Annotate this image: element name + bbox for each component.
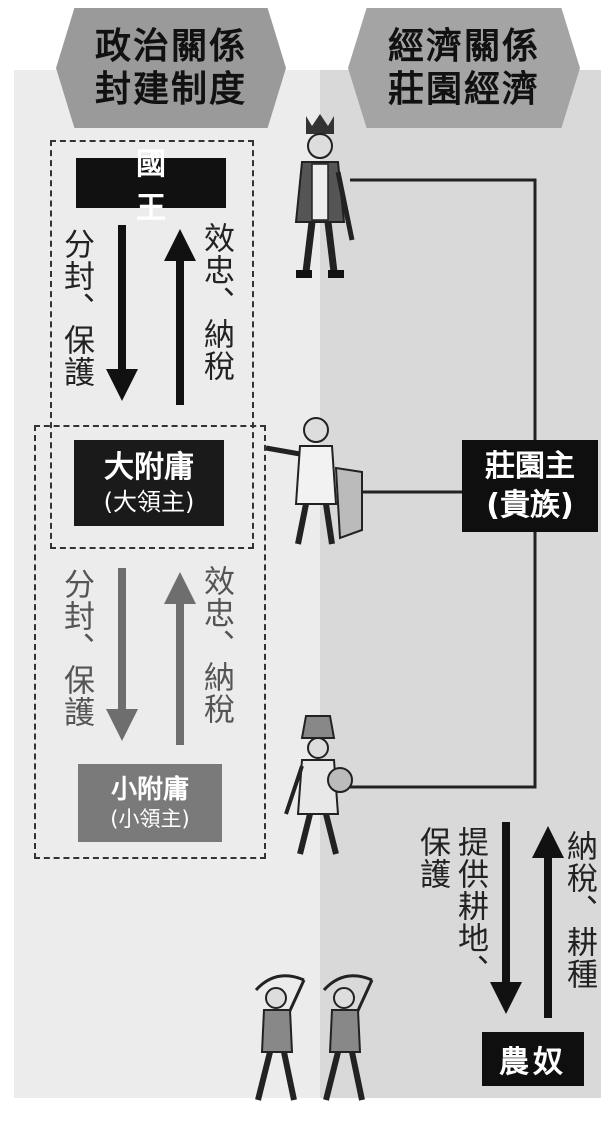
label-loyalty-tax-upper: 效忠、納稅 bbox=[198, 222, 234, 382]
manor-lord-label: 莊園主 bbox=[485, 449, 575, 484]
king-box: 國王 bbox=[76, 147, 226, 226]
label-provide-land: 提供耕地、 bbox=[452, 826, 488, 986]
label-grant-protect-upper: 分封、保護 bbox=[58, 228, 94, 388]
minor-vassal-sub: (小領主) bbox=[110, 807, 190, 832]
label-tax-farm: 納稅、耕種 bbox=[561, 830, 597, 990]
minor-vassal-label: 小附庸 bbox=[110, 774, 189, 805]
serf-box: 農奴 bbox=[482, 1032, 584, 1086]
king-figure-icon bbox=[294, 114, 355, 278]
political-header-line1: 政治關係 bbox=[94, 25, 247, 67]
vassal-tier-frame bbox=[34, 425, 266, 859]
economic-header-line2: 莊園經濟 bbox=[387, 69, 540, 110]
major-vassal-sub: (大領主) bbox=[103, 487, 195, 516]
manor-lord-box: 莊園主 (貴族) bbox=[462, 440, 598, 532]
knight-figure-icon bbox=[265, 417, 363, 545]
minor-vassal-box: 小附庸 (小領主) bbox=[78, 764, 222, 842]
soldier-figure-icon bbox=[284, 715, 353, 855]
political-header: 政治關係 封建制度 bbox=[56, 8, 286, 128]
king-tier-frame bbox=[50, 140, 254, 549]
king-label: 國王 bbox=[136, 147, 206, 226]
line-lord-to-soldier bbox=[350, 532, 537, 789]
manor-lord-sub: (貴族) bbox=[486, 488, 574, 523]
serf-label: 農奴 bbox=[499, 1045, 567, 1080]
peasant-figure-icon bbox=[254, 974, 374, 1101]
economic-header: 經濟關係 莊園經濟 bbox=[348, 8, 580, 128]
economic-header-line1: 經濟關係 bbox=[387, 25, 540, 67]
political-header-line2: 封建制度 bbox=[94, 69, 247, 110]
label-grant-protect-lower: 分封、保護 bbox=[58, 568, 94, 728]
major-vassal-box: 大附庸 (大領主) bbox=[74, 440, 224, 526]
major-vassal-label: 大附庸 bbox=[104, 450, 194, 486]
line-king-to-lord bbox=[350, 178, 537, 442]
label-protect: 保護 bbox=[414, 826, 450, 890]
economic-panel bbox=[320, 70, 601, 1098]
label-loyalty-tax-lower: 效忠、納稅 bbox=[198, 565, 234, 725]
